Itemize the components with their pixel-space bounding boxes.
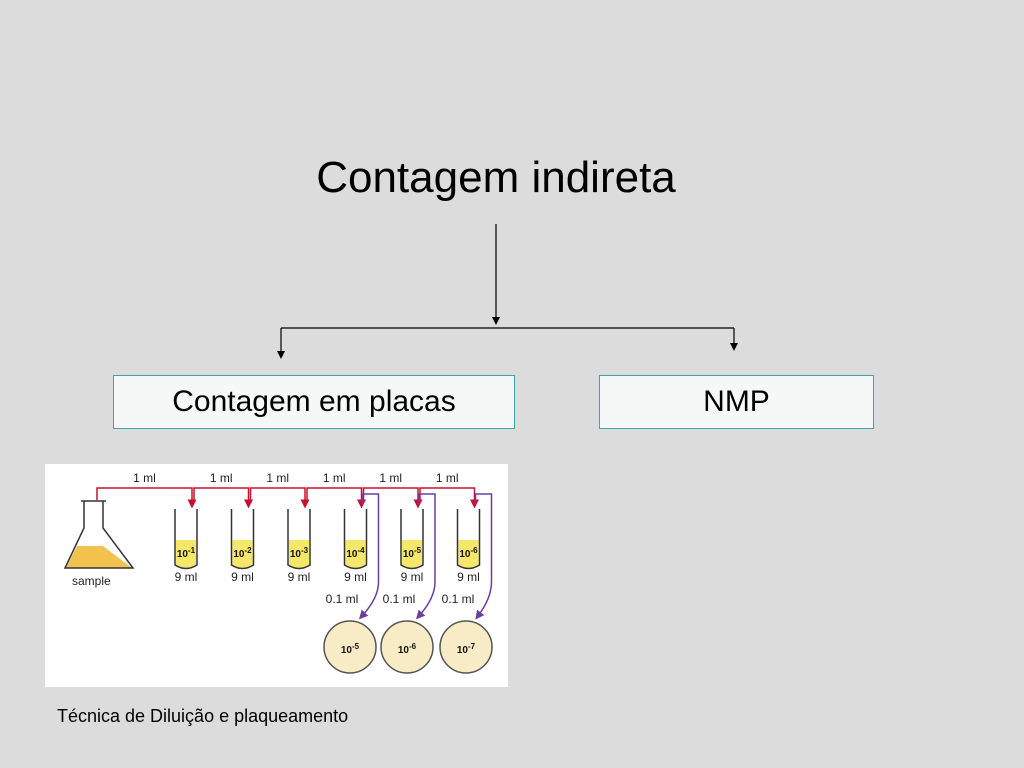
plating-volume-label: 0.1 ml	[383, 592, 416, 606]
transfer-volume-label: 1 ml	[323, 471, 346, 485]
tube-liquid	[345, 540, 366, 568]
tube-dilution-label: 10-2	[233, 546, 252, 560]
transfer-arrow: 1 ml	[193, 471, 253, 509]
plating-arrow: 0.1 ml	[326, 493, 380, 620]
transfer-volume-label: 1 ml	[379, 471, 402, 485]
diluent-volume-label: 9 ml	[401, 570, 424, 584]
flask-liquid-fill	[66, 546, 132, 568]
tube-liquid	[176, 540, 196, 568]
tube-liquid	[402, 540, 422, 568]
transfer-volume-label: 1 ml	[266, 471, 289, 485]
tube-dilution-label: 10-6	[459, 546, 478, 560]
agar-plate: 10-6	[380, 620, 434, 674]
dilution-tube: 10-1 9 ml	[174, 509, 198, 584]
plate-count-box: Contagem em placas	[113, 375, 515, 429]
tube-outline	[400, 509, 424, 570]
tube-outline	[174, 509, 198, 570]
plate-circle	[439, 620, 493, 674]
transfer-arrow: 1 ml	[249, 471, 310, 509]
dilution-tubes: 10-1 9 ml 10-2 9 ml 10-3 9 ml 10-4 9 ml 10-5 9 ml…	[174, 509, 481, 584]
dilution-tube: 10-3 9 ml	[287, 509, 311, 584]
diluent-volume-label: 9 ml	[231, 570, 254, 584]
transfer-arrow: 1 ml	[419, 471, 479, 509]
tube-liquid	[458, 540, 479, 568]
agar-plates: 10-5 10-6 10-7	[323, 620, 493, 674]
plate-circle	[323, 620, 377, 674]
transfer-volume-label: 1 ml	[133, 471, 156, 485]
agar-plate: 10-5	[323, 620, 377, 674]
dilution-tube: 10-5 9 ml	[400, 509, 424, 584]
dilution-tube: 10-4 9 ml	[343, 509, 368, 584]
plate-circle	[380, 620, 434, 674]
tube-dilution-label: 10-5	[403, 546, 422, 560]
transfer-arrow: 1 ml	[362, 471, 423, 509]
nmp-label: NMP	[703, 385, 770, 418]
figure-caption: Técnica de Diluição e plaqueamento	[57, 706, 349, 726]
tube-outline	[287, 509, 311, 570]
transfer-arrow: 1 ml	[96, 471, 197, 509]
tube-outline	[230, 509, 255, 570]
transfer-volume-label: 1 ml	[436, 471, 459, 485]
plating-volume-label: 0.1 ml	[442, 592, 475, 606]
transfer-volume-label: 1 ml	[210, 471, 233, 485]
diluent-volume-label: 9 ml	[457, 570, 480, 584]
plating-arrow: 0.1 ml	[383, 493, 436, 620]
tube-liquid	[232, 540, 253, 568]
tube-outline	[343, 509, 368, 570]
plating-volume-label: 0.1 ml	[326, 592, 359, 606]
agar-plate: 10-7	[439, 620, 493, 674]
tube-dilution-label: 10-4	[346, 546, 365, 560]
tube-dilution-label: 10-3	[290, 546, 309, 560]
flask-outline	[63, 501, 135, 569]
diluent-volume-label: 9 ml	[288, 570, 311, 584]
plate-dilution-label: 10-6	[398, 642, 417, 656]
dilution-tube: 10-6 9 ml	[456, 509, 481, 584]
diluent-volume-label: 9 ml	[175, 570, 198, 584]
dilution-tube: 10-2 9 ml	[230, 509, 255, 584]
diluent-volume-label: 9 ml	[344, 570, 367, 584]
plating-arrows: 0.1 ml 0.1 ml 0.1 ml	[326, 493, 493, 620]
plate-dilution-label: 10-7	[457, 642, 476, 656]
plate-dilution-label: 10-5	[341, 642, 360, 656]
sample-label: sample	[72, 574, 111, 588]
slide-title: Contagem indireta	[316, 153, 676, 202]
transfer-arrow: 1 ml	[306, 471, 366, 509]
transfer-arrows: 1 ml 1 ml 1 ml 1 ml 1 ml 1 ml	[96, 471, 479, 509]
plating-arrow: 0.1 ml	[442, 493, 493, 620]
sample-flask	[63, 500, 135, 569]
plate-count-label: Contagem em placas	[172, 385, 456, 418]
nmp-box: NMP	[599, 375, 874, 429]
tube-outline	[456, 509, 481, 570]
tube-dilution-label: 10-1	[177, 546, 196, 560]
tube-liquid	[289, 540, 309, 568]
